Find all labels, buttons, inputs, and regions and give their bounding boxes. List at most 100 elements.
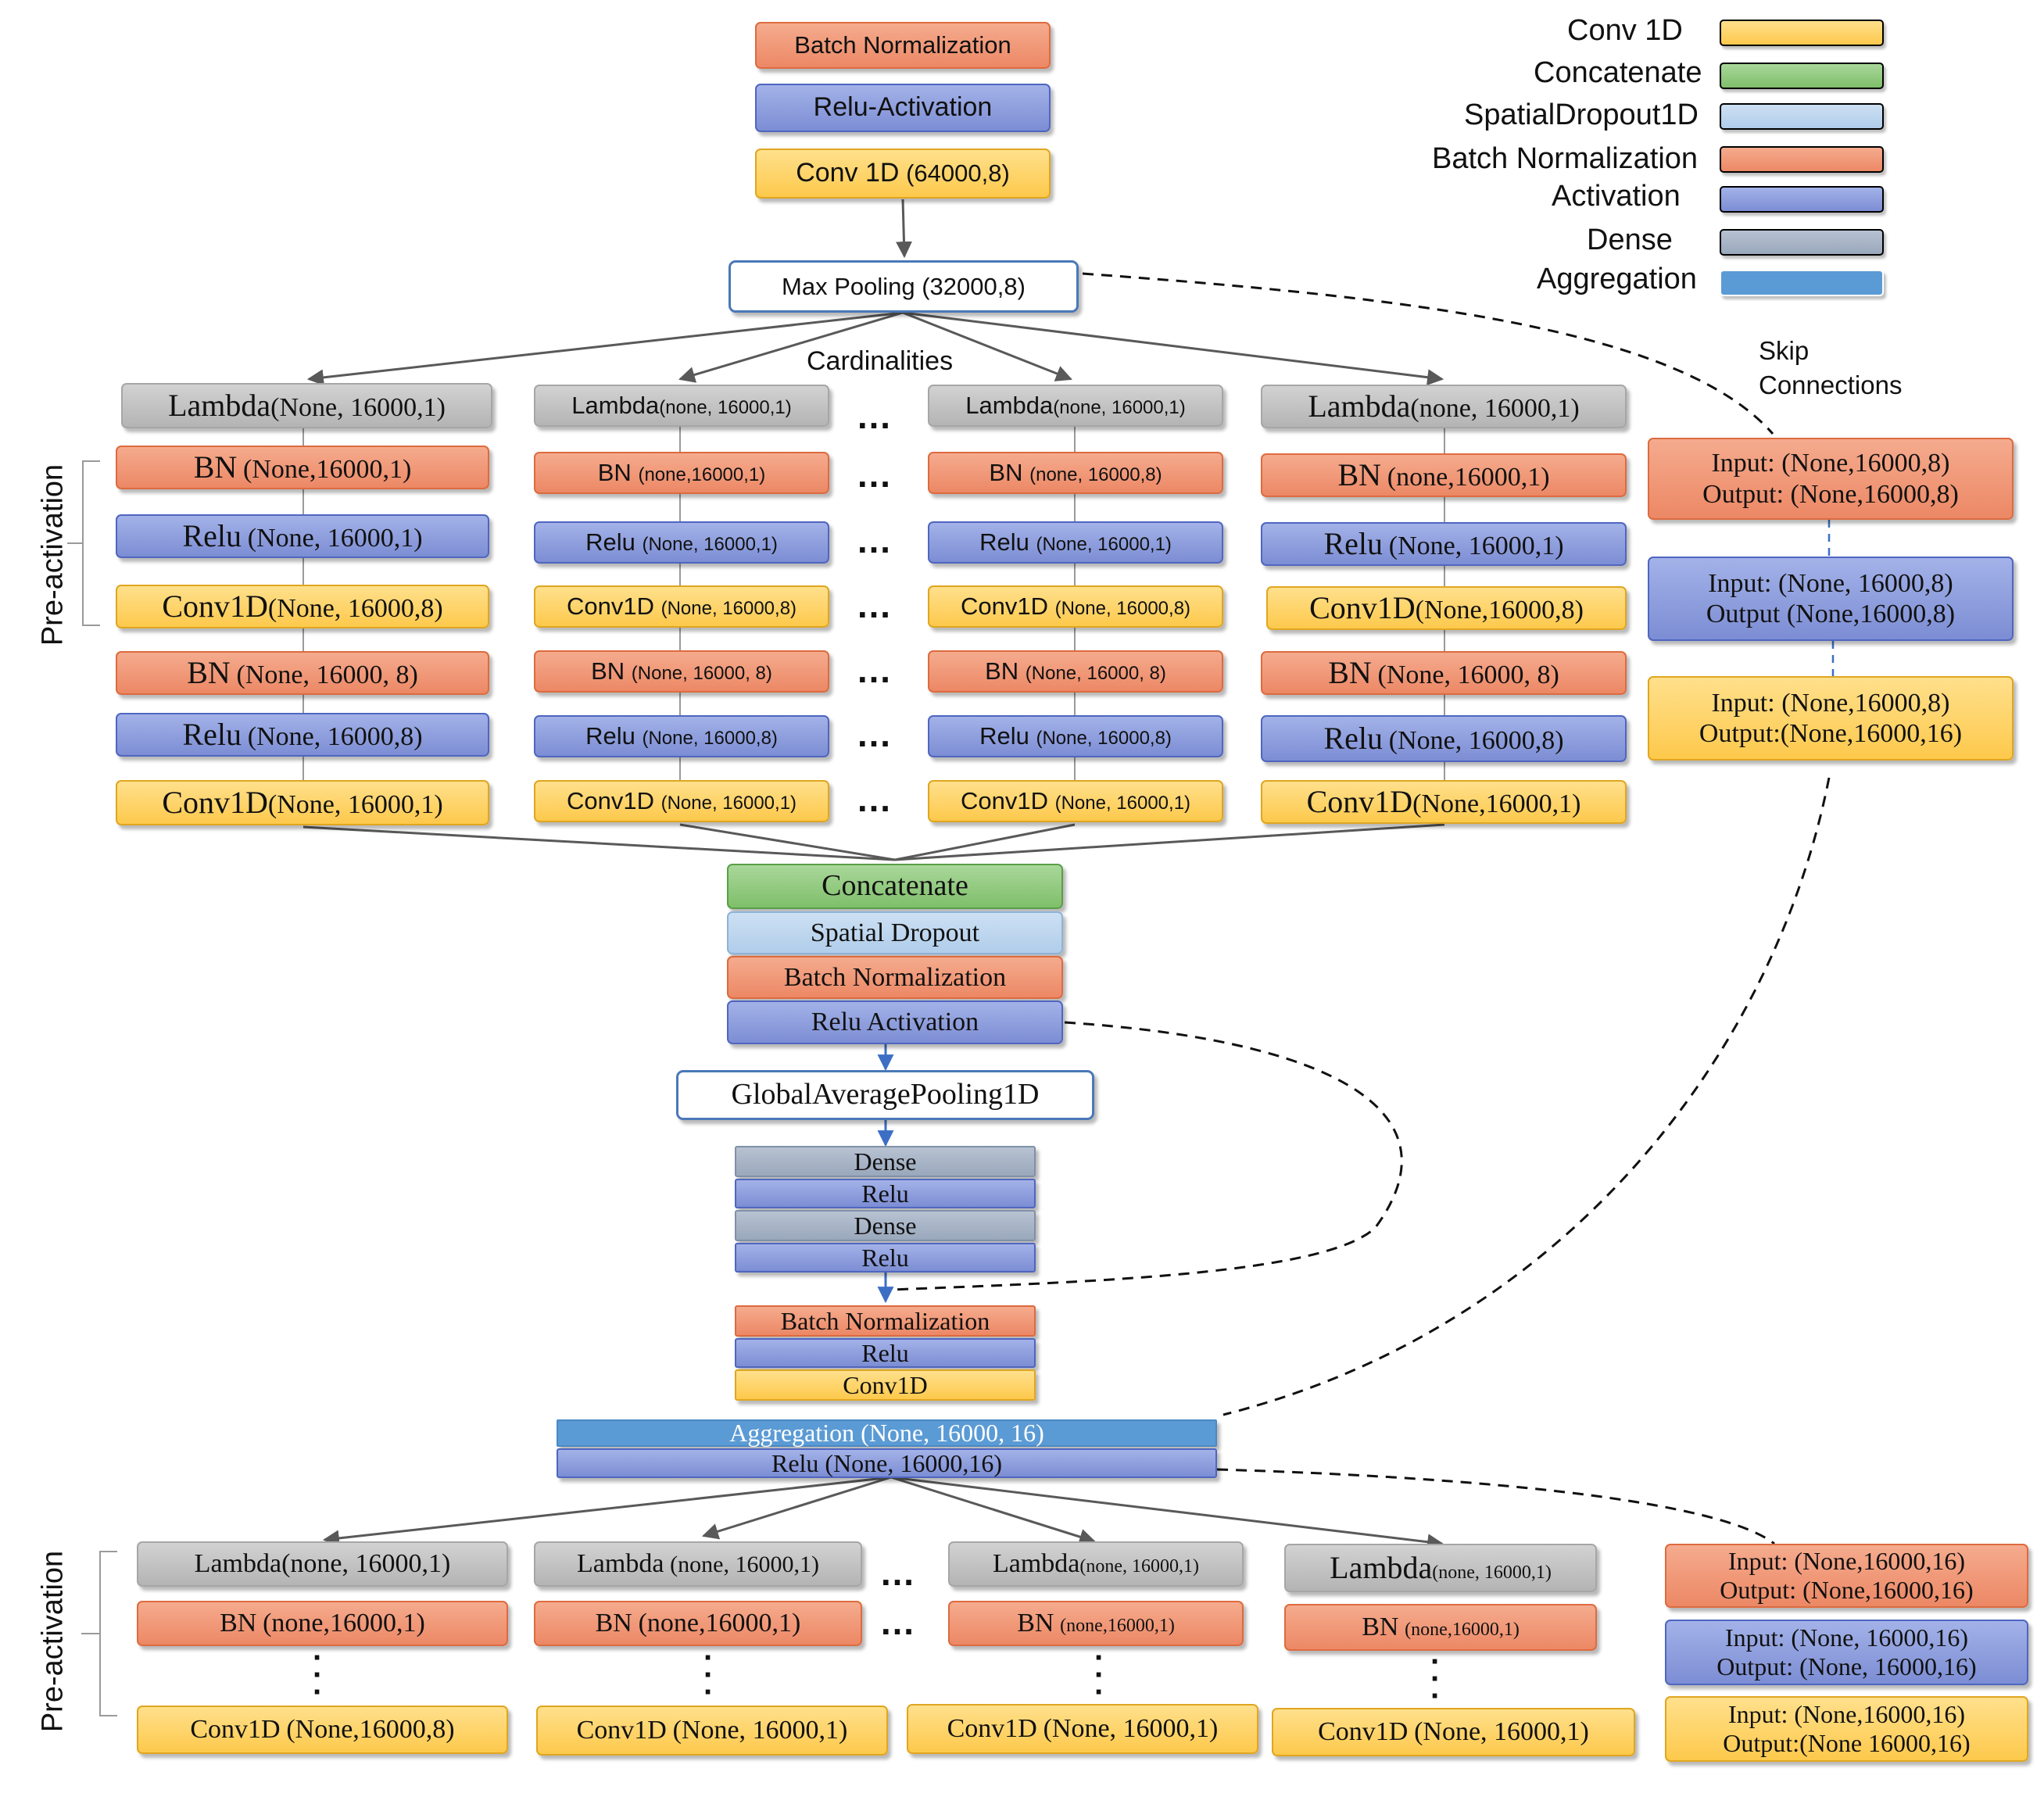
legend-aggregation-label: Aggregation	[1537, 263, 1697, 295]
block1-col1-bn2: BN (None, 16000, 8)	[116, 651, 489, 695]
pre-activation-label-top: Pre-activation	[36, 464, 70, 646]
arrow-maxpool-to-col4	[902, 311, 1444, 386]
stem-relu-activation: Relu-Activation	[755, 84, 1051, 132]
skip-connections-label-line1: Skip	[1759, 336, 1810, 365]
block1-col2-conv1: Conv1D (None, 16000,8)	[534, 585, 829, 628]
legend-concatenate-label: Concatenate	[1534, 56, 1702, 89]
legend-spatialdropout-swatch	[1720, 103, 1884, 130]
line-col4-to-concat	[894, 823, 1445, 861]
block1-col2-relu2: Relu (None, 16000,8)	[534, 715, 829, 757]
block2-col1-bn: BN (none,16000,1)	[137, 1601, 508, 1646]
stem-conv1d: Conv 1D (64000,8)	[755, 149, 1051, 199]
block2-col1-conv1d: Conv1D (None,16000,8)	[137, 1706, 508, 1754]
ellipsis-row3: …	[856, 520, 900, 560]
block2-col3-bn: BN (none,16000,1)	[948, 1601, 1244, 1646]
skip2-batchnorm: Input: (None,16000,16)Output: (None,1600…	[1665, 1544, 2028, 1608]
ellipsis-row2: …	[856, 454, 900, 495]
cardinalities-label: Cardinalities	[807, 346, 954, 376]
ellipsis-row4: …	[856, 585, 900, 625]
block1-col3-bn2: BN (None, 16000, 8)	[928, 650, 1223, 693]
stem-maxpooling: Max Pooling (32000,8)	[728, 260, 1079, 313]
block2-col1-lambda: Lambda(none, 16000,1)	[137, 1541, 508, 1587]
block1-col1-bn1: BN (None,16000,1)	[116, 446, 489, 489]
skip-dashed-maxpool	[1082, 272, 1774, 435]
arrow-relu-to-block2-col3	[890, 1476, 1097, 1545]
block1-col1-relu1: Relu (None, 16000,1)	[116, 514, 489, 558]
merge-aggregation-relu: Relu (None, 16000,16)	[557, 1448, 1217, 1478]
skip-dashed-conv-to-agg	[1222, 777, 1831, 1416]
block1-col2-conv2: Conv1D (None, 16000,1)	[534, 780, 829, 822]
skip-dashed-relu-to-skip2	[1216, 1468, 1775, 1545]
legend-conv1d-label: Conv 1D	[1567, 14, 1683, 47]
ellipsis-row7: …	[856, 779, 900, 819]
block1-col4-lambda: Lambda(none, 16000,1)	[1261, 385, 1627, 428]
block1-col4-relu2: Relu (None, 16000,8)	[1261, 715, 1627, 762]
legend-batchnorm-label: Batch Normalization	[1432, 142, 1699, 175]
block1-col3-bn1: BN (none, 16000,8)	[928, 452, 1223, 494]
vertical-ellipsis-col1: ···	[313, 1641, 324, 1709]
block1-col4-bn2: BN (None, 16000, 8)	[1261, 651, 1627, 695]
skip-connections-label-line2: Connections	[1759, 370, 1903, 399]
legend-concatenate-swatch	[1720, 63, 1884, 89]
arrow-maxpool-to-col2	[678, 311, 904, 383]
block2-col3-lambda: Lambda(none, 16000,1)	[948, 1541, 1244, 1587]
skip2-relu: Input: (None, 16000,16)Output: (None, 16…	[1665, 1620, 2028, 1685]
block2-col4-conv1d: Conv1D (None, 16000,1)	[1272, 1708, 1635, 1756]
line-col1-to-concat	[302, 825, 896, 861]
block1-col2-bn2: BN (None, 16000, 8)	[534, 650, 829, 693]
block1-col3-relu1: Relu (None, 16000,1)	[928, 521, 1223, 564]
block1-col3-conv2: Conv1D (None, 16000,1)	[928, 780, 1223, 822]
block1-col2-bn1: BN (none,16000,1)	[534, 452, 829, 494]
block1-col1-relu2: Relu (None, 16000,8)	[116, 713, 489, 757]
legend-batchnorm-swatch	[1720, 146, 1884, 173]
skip1-batchnorm: Input: (None,16000,8)Output: (None,16000…	[1648, 438, 2014, 520]
block1-col3-lambda: Lambda(none, 16000,1)	[928, 385, 1223, 427]
ellipsis-block2-row1: …	[879, 1552, 923, 1593]
block1-col4-conv1: Conv1D(None,16000,8)	[1266, 586, 1627, 630]
arrow-relu-to-block2-col1	[322, 1476, 892, 1547]
merge-dense2: Dense	[735, 1210, 1036, 1241]
skip1-conv1d: Input: (None,16000,8)Output:(None,16000,…	[1648, 676, 2014, 761]
merge-aggregation: Aggregation (None, 16000, 16)	[557, 1419, 1217, 1447]
vertical-ellipsis-col4: ···	[1430, 1645, 1441, 1713]
ellipsis-row1: …	[856, 396, 900, 436]
arrow-maxpool-to-col1	[306, 311, 904, 386]
block1-col1-conv2: Conv1D(None, 16000,1)	[116, 780, 489, 825]
block2-col2-lambda: Lambda (none, 16000,1)	[534, 1541, 862, 1587]
block1-col4-conv2: Conv1D(None,16000,1)	[1261, 780, 1627, 824]
merge-spatial-dropout: Spatial Dropout	[727, 911, 1063, 954]
vertical-ellipsis-col3: ···	[1094, 1641, 1105, 1709]
merge-relu-a: Relu	[735, 1179, 1036, 1208]
arrow-relu-to-block2-col4	[890, 1476, 1444, 1551]
block2-col2-conv1d: Conv1D (None, 16000,1)	[536, 1706, 888, 1756]
block1-col1-lambda: Lambda(None, 16000,1)	[121, 383, 492, 428]
pre-activation-label-bottom: Pre-activation	[36, 1550, 70, 1733]
merge-batchnorm: Batch Normalization	[727, 956, 1063, 999]
line-col2-to-concat	[679, 823, 896, 861]
block2-col4-lambda: Lambda(none, 16000,1)	[1284, 1544, 1597, 1592]
block2-col3-conv1d: Conv1D (None, 16000,1)	[907, 1704, 1258, 1754]
preact-brace-bottom	[81, 1551, 117, 1716]
block1-col2-lambda: Lambda(none, 16000,1)	[534, 385, 829, 427]
merge-relu-b: Relu	[735, 1243, 1036, 1272]
block1-col4-bn1: BN (none,16000,1)	[1261, 453, 1627, 497]
block2-col2-bn: BN (none,16000,1)	[534, 1601, 862, 1646]
stem-batchnorm: Batch Normalization	[755, 22, 1051, 69]
legend-spatialdropout-label: SpatialDropout1D	[1464, 98, 1699, 131]
block1-col3-conv1: Conv1D (None, 16000,8)	[928, 585, 1223, 628]
arrow-conv-to-maxpool	[895, 199, 912, 259]
arrow-maxpool-to-col3	[902, 311, 1072, 381]
ellipsis-row5: …	[856, 650, 900, 690]
line-col3-to-concat	[894, 823, 1076, 861]
merge-globalaveragepooling: GlobalAveragePooling1D	[676, 1070, 1094, 1120]
merge-conv1d: Conv1D	[735, 1369, 1036, 1401]
legend-conv1d-swatch	[1720, 20, 1884, 46]
block1-col3-relu2: Relu (None, 16000,8)	[928, 715, 1223, 757]
skip-dashed-relu-to-bn	[890, 1021, 1403, 1291]
preact-brace-top	[67, 460, 100, 626]
legend-dense-swatch	[1720, 229, 1884, 256]
block1-col2-relu1: Relu (None, 16000,1)	[534, 521, 829, 564]
merge-concatenate: Concatenate	[727, 864, 1063, 909]
ellipsis-block2-row2: …	[879, 1602, 923, 1642]
